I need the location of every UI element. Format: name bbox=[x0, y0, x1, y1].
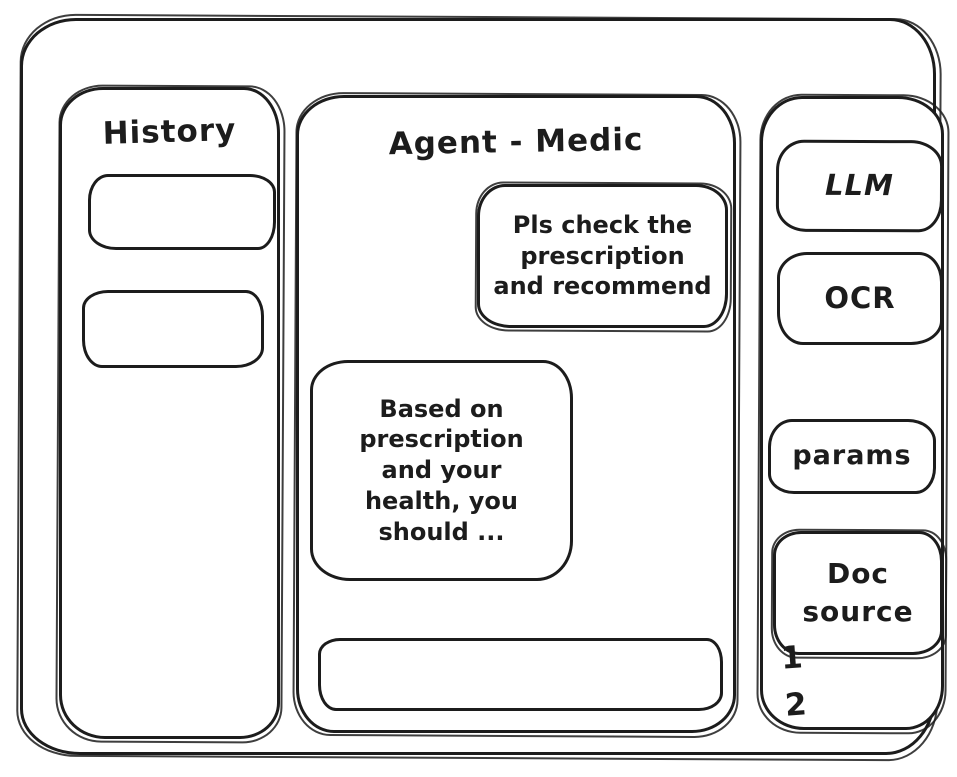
doc-source-button[interactable]: Doc source bbox=[773, 531, 943, 655]
user-message-bubble: Pls check the prescription and recommend bbox=[477, 184, 728, 328]
chat-input[interactable] bbox=[331, 645, 714, 704]
doc-source-item-2[interactable]: 2 bbox=[783, 686, 808, 724]
history-panel: History bbox=[59, 87, 280, 739]
history-item[interactable] bbox=[88, 174, 276, 250]
history-panel-title: History bbox=[102, 112, 237, 152]
llm-button[interactable]: LLM bbox=[775, 139, 944, 233]
agent-message-bubble: Based on prescription and your health, y… bbox=[310, 360, 573, 581]
chat-panel: Agent - Medic Pls check the prescription… bbox=[296, 95, 736, 733]
app-window-frame: History Agent - Medic Pls check the pres… bbox=[20, 18, 944, 755]
ocr-button[interactable]: OCR bbox=[777, 252, 943, 345]
tools-panel: LLM OCR params Doc source 1 2 bbox=[760, 96, 944, 730]
chat-panel-title: Agent - Medic bbox=[388, 121, 644, 163]
params-button[interactable]: params bbox=[768, 419, 936, 494]
chat-input-box[interactable] bbox=[318, 638, 723, 711]
history-item[interactable] bbox=[82, 290, 264, 368]
doc-source-item-1[interactable]: 1 bbox=[779, 639, 804, 677]
